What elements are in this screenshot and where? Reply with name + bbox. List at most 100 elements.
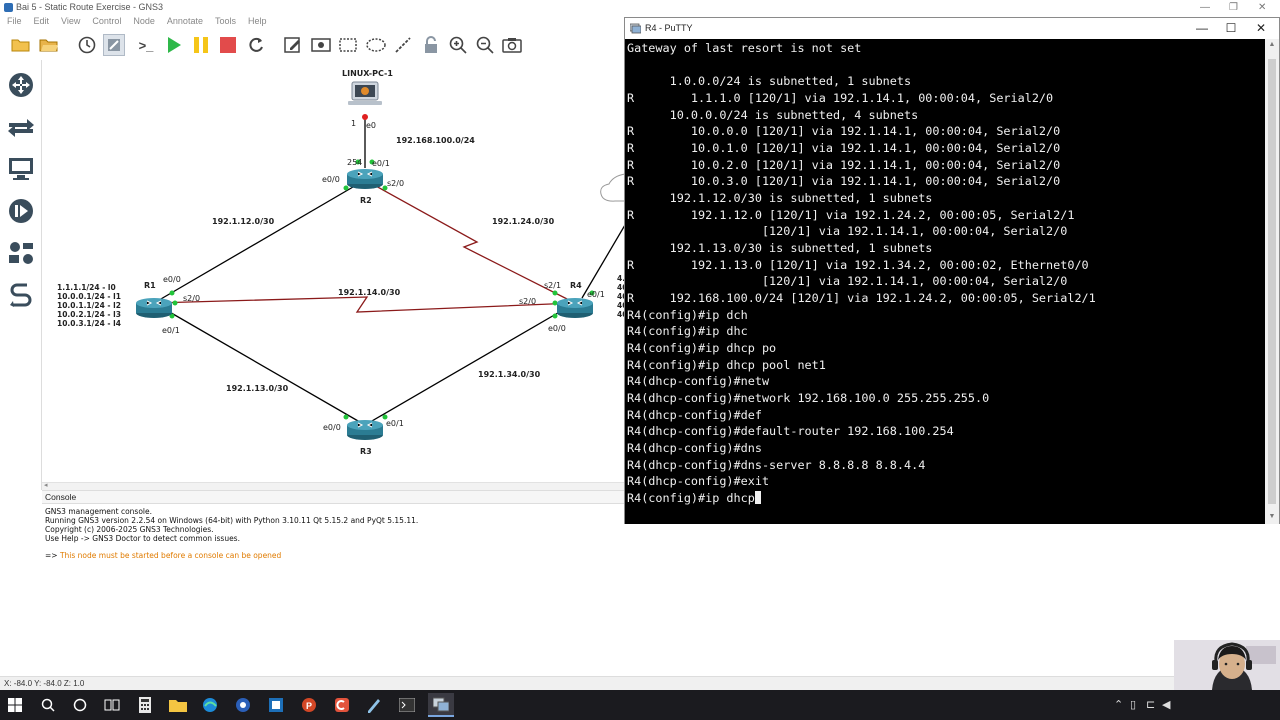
browse-end-devices-icon[interactable] bbox=[6, 154, 36, 184]
menu-help[interactable]: Help bbox=[247, 16, 267, 26]
menu-edit[interactable]: Edit bbox=[33, 16, 50, 26]
terminal-icon[interactable]: >_ bbox=[138, 37, 154, 53]
browse-routers-icon[interactable] bbox=[6, 70, 36, 100]
chrome-icon[interactable] bbox=[232, 695, 254, 715]
network-icon[interactable]: ⊏ bbox=[1146, 699, 1156, 711]
zoom-in-icon[interactable] bbox=[447, 34, 469, 56]
calculator-icon[interactable] bbox=[134, 695, 156, 715]
link-r1-r4 bbox=[153, 296, 576, 313]
status-bar: X: -84.0 Y: -84.0 Z: 1.0 bbox=[0, 676, 1280, 690]
scroll-down-icon[interactable]: ▼ bbox=[1268, 513, 1276, 520]
topology-links bbox=[136, 81, 625, 440]
terminal-line: Gateway of last resort is not set bbox=[627, 41, 862, 55]
port-label: 254 bbox=[347, 158, 363, 167]
browse-security-icon[interactable] bbox=[6, 196, 36, 226]
canvas-horizontal-scrollbar[interactable]: ◂ bbox=[42, 482, 625, 490]
task-view-icon[interactable] bbox=[101, 695, 123, 715]
main-toolbar: >_ bbox=[0, 30, 625, 58]
terminal-line: R4(config)#ip dhcp pool net1 bbox=[627, 357, 826, 372]
menu-control[interactable]: Control bbox=[92, 16, 122, 26]
search-icon[interactable] bbox=[37, 695, 59, 715]
rectangle-icon[interactable] bbox=[337, 34, 359, 56]
stop-icon[interactable] bbox=[217, 34, 239, 56]
subnet-label-pc-lan: 192.168.100.0/24 bbox=[396, 136, 475, 145]
putty-titlebar[interactable]: R4 - PuTTY — ☐ ✕ bbox=[625, 18, 1279, 39]
tray-app-icon[interactable]: ▯ bbox=[1130, 699, 1137, 711]
svg-text:P: P bbox=[306, 701, 312, 711]
tray-overflow-icon[interactable]: ⌃ bbox=[1114, 699, 1124, 711]
menu-tools[interactable]: Tools bbox=[214, 16, 236, 26]
folder-icon[interactable] bbox=[38, 34, 60, 56]
pause-icon[interactable] bbox=[190, 34, 212, 56]
port-label: e0/0 bbox=[163, 275, 181, 284]
edit-note-icon[interactable] bbox=[282, 34, 304, 56]
browse-switches-icon[interactable] bbox=[6, 112, 36, 142]
r4-loopback-label: 40 bbox=[617, 283, 625, 292]
close-icon[interactable]: ✕ bbox=[1258, 2, 1267, 13]
minimize-icon[interactable]: — bbox=[1200, 2, 1210, 13]
reload-icon[interactable] bbox=[245, 34, 267, 56]
putty-window[interactable]: R4 - PuTTY — ☐ ✕ Gateway of last resort … bbox=[624, 17, 1280, 524]
snapshot-icon[interactable] bbox=[103, 34, 125, 56]
subnet-label-r2-r4: 192.1.24.0/30 bbox=[492, 217, 555, 226]
close-icon[interactable]: ✕ bbox=[1255, 21, 1267, 35]
console-prompt: => bbox=[45, 551, 58, 560]
clock-icon[interactable] bbox=[76, 34, 98, 56]
file-explorer-icon[interactable] bbox=[167, 695, 189, 715]
minimize-icon[interactable]: — bbox=[1196, 21, 1208, 35]
windows-start-icon[interactable] bbox=[4, 695, 26, 715]
volume-icon[interactable]: ◀ bbox=[1162, 699, 1171, 711]
link-r4-cloud bbox=[581, 224, 625, 299]
terminal-line: R4(dhcp-config)#netw bbox=[627, 374, 770, 389]
r4-loopback-label: 40 bbox=[617, 292, 625, 301]
port-label: 1 bbox=[351, 119, 357, 128]
menu-file[interactable]: File bbox=[7, 16, 22, 26]
powerpoint-icon[interactable]: P bbox=[298, 695, 320, 715]
terminal-line: R4(config)#ip dhc bbox=[627, 324, 748, 339]
r4-loopback-label: 4. bbox=[617, 274, 625, 283]
scroll-left-icon[interactable]: ◂ bbox=[44, 482, 48, 489]
remote-desktop-icon[interactable] bbox=[265, 695, 287, 715]
screenshot-icon[interactable] bbox=[501, 34, 523, 56]
node-label-r4[interactable]: R4 bbox=[570, 281, 582, 290]
console-warning: This node must be started before a conso… bbox=[59, 551, 282, 560]
port-dot-pc bbox=[362, 114, 368, 120]
topology-canvas[interactable]: LINUX-PC-1 R2 R1 R4 R3 192.168.100.0/24 … bbox=[42, 60, 625, 482]
zoom-out-icon[interactable] bbox=[474, 34, 496, 56]
scroll-up-icon[interactable]: ▲ bbox=[1268, 41, 1276, 48]
console-output[interactable]: GNS3 management console. Running GNS3 ve… bbox=[45, 507, 418, 560]
menu-view[interactable]: View bbox=[61, 16, 81, 26]
scrollbar-thumb[interactable] bbox=[1268, 59, 1276, 504]
menu-annotate[interactable]: Annotate bbox=[166, 16, 203, 26]
terminal-line: R 10.0.3.0 [120/1] via 192.1.14.1, 00:00… bbox=[627, 174, 1061, 189]
terminal-icon[interactable] bbox=[396, 695, 418, 715]
restore-icon[interactable]: ❐ bbox=[1229, 2, 1238, 13]
lock-icon[interactable] bbox=[420, 34, 442, 56]
link-r1-r2 bbox=[153, 179, 366, 304]
terminal-scrollbar[interactable]: ▲ ▼ bbox=[1265, 39, 1279, 524]
cortana-icon[interactable] bbox=[69, 695, 91, 715]
menu-node[interactable]: Node bbox=[133, 16, 155, 26]
maximize-icon[interactable]: ☐ bbox=[1225, 21, 1237, 35]
image-icon[interactable] bbox=[310, 34, 332, 56]
node-label-r3[interactable]: R3 bbox=[360, 447, 372, 456]
notepad-icon[interactable] bbox=[363, 695, 385, 715]
add-link-icon[interactable] bbox=[6, 280, 36, 310]
node-label-r2[interactable]: R2 bbox=[360, 196, 372, 205]
open-folder-icon[interactable] bbox=[10, 34, 32, 56]
edge-icon[interactable] bbox=[199, 695, 221, 715]
node-label-r1[interactable]: R1 bbox=[144, 281, 156, 290]
browse-all-devices-icon[interactable] bbox=[6, 238, 36, 268]
terminal-line: [120/1] via 192.1.14.1, 00:00:04, Serial… bbox=[761, 224, 1068, 239]
putty-icon[interactable] bbox=[428, 693, 454, 717]
node-label-linux-pc[interactable]: LINUX-PC-1 bbox=[342, 69, 393, 78]
line-icon[interactable] bbox=[392, 34, 414, 56]
webcam-overlay bbox=[1174, 640, 1280, 690]
app-icon[interactable] bbox=[331, 695, 353, 715]
terminal-screen[interactable]: Gateway of last resort is not set 1.0.0.… bbox=[625, 39, 1265, 524]
webcam-person-image bbox=[1174, 640, 1280, 690]
play-icon[interactable] bbox=[163, 34, 185, 56]
gns3-titlebar: Bai 5 - Static Route Exercise - GNS3 — ❐… bbox=[0, 0, 1280, 15]
ellipse-icon[interactable] bbox=[365, 34, 387, 56]
port-label: e0/1 bbox=[372, 159, 390, 168]
